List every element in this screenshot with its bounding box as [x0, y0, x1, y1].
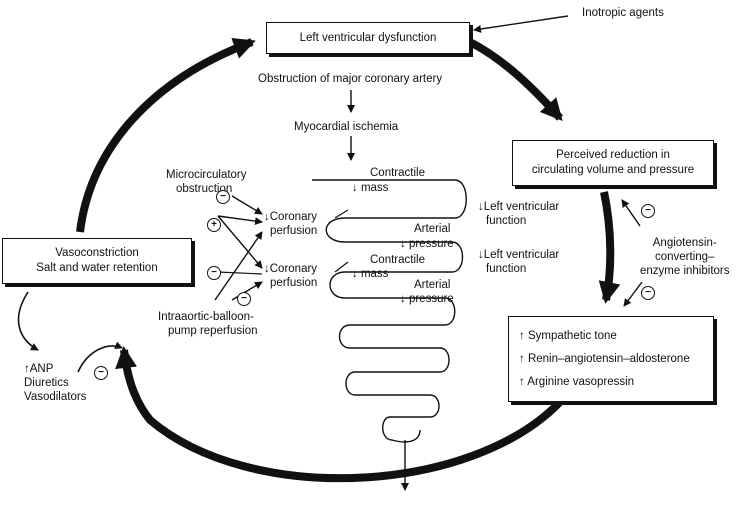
minus-circle-therapy: −: [94, 366, 108, 380]
cycle-arc-top-right: [468, 38, 563, 121]
vasoconstriction-loop-arrow: [17, 291, 39, 351]
lv-function-1-line-2: function: [486, 215, 527, 227]
anp-line: ↑ANP: [24, 363, 54, 375]
loop-arrow-2: [334, 261, 349, 273]
loop-arrow-1: [334, 209, 349, 219]
minus-circle-iabp-a: −: [207, 266, 221, 280]
perf2-line-1: ↓Coronary: [264, 263, 318, 275]
inotropic-agents-label: Inotropic agents: [582, 7, 664, 19]
arterial-label-1: Arterial: [414, 223, 451, 235]
box-perceived-reduction: Perceived reduction in circulating volum…: [512, 140, 714, 186]
microcirculatory-label: Microcirculatory obstruction: [166, 168, 247, 196]
lv-dysfunction-label: Left ventricular dysfunction: [299, 31, 437, 44]
ace-line-2: converting–: [655, 251, 715, 263]
micro-line-2: obstruction: [176, 183, 233, 195]
lv-function-2-line-1: ↓Left ventricular: [478, 249, 560, 261]
coronary-perfusion-label-2: ↓Coronary perfusion: [264, 262, 317, 290]
minus-branch: [217, 271, 263, 275]
plus-to-perf2: [217, 215, 263, 269]
coronary-perfusion-label-1: ↓Coronary perfusion: [264, 210, 317, 238]
contractile-label-1: Contractile: [370, 167, 425, 179]
ace-arrow-up: [621, 199, 641, 227]
vasoconstriction-line-1: Vasoconstriction: [55, 247, 139, 259]
diuretics-line: Diuretics: [24, 377, 69, 389]
box-neurohormonal: ↑ Sympathetic tone ↑ Renin–angiotensin–a…: [508, 316, 714, 402]
ace-inhibitors-label: Angiotensin- converting– enzyme inhibito…: [640, 236, 729, 278]
renin-angiotensin: ↑ Renin–angiotensin–aldosterone: [519, 352, 690, 365]
perceived-line-2: circulating volume and pressure: [531, 164, 695, 176]
minus-circle-micro: −: [216, 190, 230, 204]
cycle-arc-left: [76, 37, 256, 233]
iabp-line-1: Intraaortic-balloon-: [158, 311, 254, 323]
sympathetic-tone: ↑ Sympathetic tone: [519, 329, 617, 342]
cycle-arc-bottom: [115, 346, 563, 483]
plus-branch: [217, 215, 263, 226]
iabp-label: Intraaortic-balloon- pump reperfusion: [158, 310, 258, 338]
perf1-line-2: perfusion: [270, 225, 318, 237]
vicious-spiral: [312, 179, 467, 443]
perf2-line-2: perfusion: [270, 277, 318, 289]
perceived-line-1: Perceived reduction in: [556, 149, 670, 161]
pressure-label-1: ↓ pressure: [400, 238, 454, 250]
cycle-arc-right: [598, 191, 621, 304]
inotropic-arrow: [473, 15, 569, 33]
lv-function-2-line-2: function: [486, 263, 527, 275]
minus-circle-ace-down: −: [641, 286, 655, 300]
pressure-label-2: ↓ pressure: [400, 293, 454, 305]
ischemia-label: Myocardial ischemia: [294, 121, 399, 133]
iabp-line-2: pump reperfusion: [168, 325, 258, 337]
obstruction-label: Obstruction of major coronary artery: [258, 73, 443, 85]
iabp-to-perf1: [214, 231, 263, 301]
plus-circle-micro: +: [207, 218, 221, 232]
minus-circle-ace-up: −: [641, 204, 655, 218]
ace-arrow-down: [623, 281, 643, 307]
ace-line-3: enzyme inhibitors: [640, 265, 730, 277]
vasoconstriction-line-2: Salt and water retention: [36, 262, 158, 274]
lv-function-label-1: ↓Left ventricular function: [478, 200, 559, 228]
micro-line-1: Microcirculatory: [166, 169, 247, 181]
box-vasoconstriction: Vasoconstriction Salt and water retentio…: [2, 238, 192, 284]
arterial-label-2: Arterial: [414, 279, 451, 291]
arginine-vasopressin: ↑ Arginine vasopressin: [519, 375, 635, 388]
therapy-arc-arrow: [77, 341, 123, 373]
minus-circle-iabp-b: −: [237, 292, 251, 306]
mass-label-1: ↓ mass: [352, 182, 389, 194]
vasodilators-line: Vasodilators: [24, 391, 87, 403]
therapy-left-label: ↑ANP Diuretics Vasodilators: [24, 362, 86, 404]
lv-function-1-line-1: ↓Left ventricular: [478, 201, 560, 213]
mass-label-2: ↓ mass: [352, 268, 389, 280]
box-lv-dysfunction: Left ventricular dysfunction: [266, 22, 470, 54]
ace-line-1: Angiotensin-: [652, 237, 717, 249]
contractile-label-2: Contractile: [370, 254, 425, 266]
lv-function-label-2: ↓Left ventricular function: [478, 248, 559, 276]
perf1-line-1: ↓Coronary: [264, 211, 318, 223]
micro-to-perf1: [231, 195, 263, 215]
